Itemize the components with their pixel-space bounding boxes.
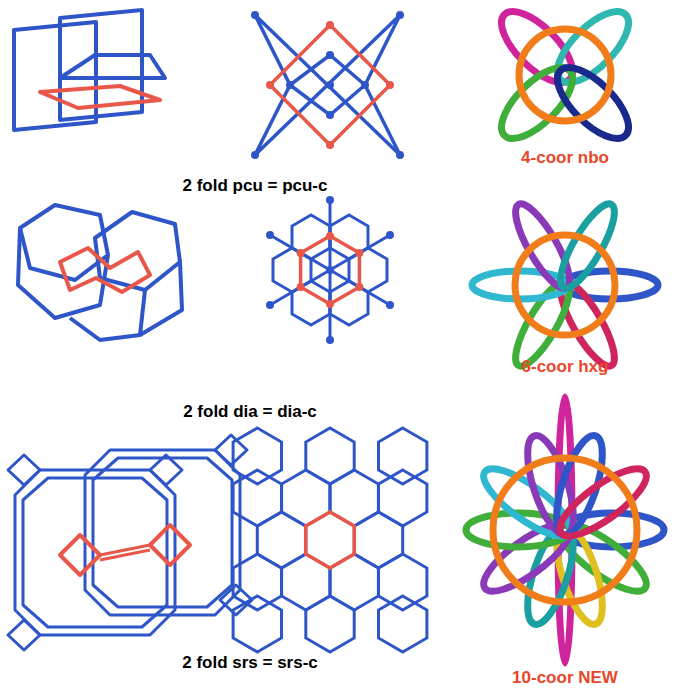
figure-caption: 2 fold pcu = pcu-c [183, 176, 328, 196]
srs-tube [23, 478, 167, 627]
vertex-dots [266, 21, 394, 149]
srs-square [215, 435, 247, 465]
pcu-net-projection [251, 11, 404, 159]
knot-ring [519, 29, 611, 121]
srs-red-loop [150, 525, 190, 565]
srs-square [8, 455, 40, 485]
srs-net-projection [233, 428, 427, 652]
dia-net-perspective [18, 205, 182, 340]
pcu-loop [60, 55, 165, 78]
new-knot [466, 397, 664, 663]
srs-tube [85, 450, 240, 615]
srs-blue-bonds [233, 428, 427, 652]
vertex-dots [297, 232, 364, 308]
dia-cage [140, 262, 182, 335]
dia-cage [70, 290, 145, 340]
dia-blue-bonds [270, 200, 390, 340]
net-label: 10-coor NEW [512, 668, 618, 688]
pcu-net-perspective [14, 10, 165, 130]
srs-red-loop [306, 512, 354, 568]
srs-square [220, 585, 252, 615]
knot-ring [515, 235, 615, 335]
hxg-knot [472, 197, 658, 372]
dia-red-loop [301, 236, 360, 304]
srs-tube [15, 470, 175, 635]
net-label: 6-coor hxg [522, 357, 609, 377]
pcu-blue-bonds [255, 15, 400, 155]
net-label: 4-coor nbo [521, 148, 609, 168]
knot-loop [518, 431, 582, 540]
vertex-dots [251, 11, 404, 159]
knot-ring [493, 458, 637, 602]
figure-caption: 2 fold srs = srs-c [182, 653, 318, 673]
dia-net-projection [266, 196, 394, 344]
pcu-red-loop [40, 86, 160, 108]
knot-loop [546, 56, 639, 149]
nbo-knot [490, 0, 639, 149]
srs-red-loop [100, 545, 150, 560]
srs-red-loop [60, 535, 100, 575]
srs-square [150, 455, 182, 485]
dia-red-loop [60, 248, 150, 292]
vertex-dots [266, 196, 394, 344]
srs-net-perspective [8, 435, 252, 650]
pcu-red-loop [270, 25, 390, 145]
srs-square [8, 620, 40, 650]
figure-caption: 2 fold dia = dia-c [183, 402, 317, 422]
